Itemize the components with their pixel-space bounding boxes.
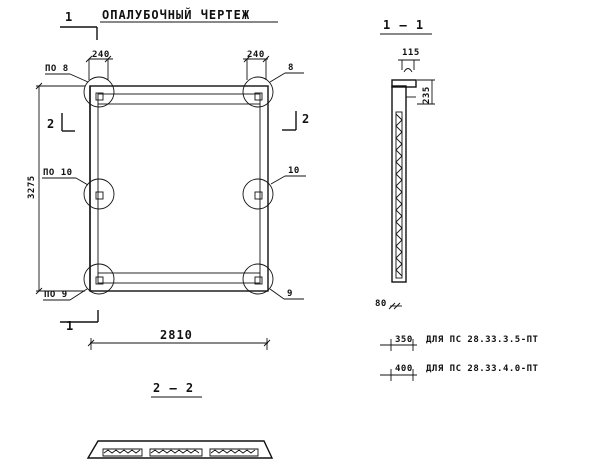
- svg-text:3275: 3275: [27, 175, 37, 199]
- cut-1-top-marker: 1: [60, 10, 98, 40]
- svg-text:80: 80: [375, 299, 387, 309]
- cut-2-right-marker: 2: [282, 111, 310, 131]
- dim-240-right: 240: [243, 50, 270, 80]
- svg-text:ПО 10: ПО 10: [43, 168, 73, 178]
- section-1-1-title: 1 — 1: [383, 18, 424, 32]
- svg-text:2810: 2810: [160, 328, 193, 342]
- callout-bot-left: ПО 9: [43, 288, 88, 301]
- legend-row-400: 400 ДЛЯ ПС 28.33.4.0-ПТ: [380, 364, 539, 381]
- svg-text:115: 115: [402, 48, 420, 58]
- svg-text:240: 240: [92, 50, 110, 60]
- panel-plan: [89, 85, 269, 292]
- svg-text:ПО 8: ПО 8: [45, 64, 69, 74]
- dim-240-left: 240: [85, 50, 113, 80]
- svg-text:235: 235: [422, 86, 432, 104]
- callout-top-left: ПО 8: [45, 64, 89, 83]
- section-2-2-title: 2 — 2: [153, 381, 194, 395]
- dim-2810: 2810: [87, 328, 271, 350]
- svg-text:9: 9: [287, 289, 293, 299]
- callout-mid-left: ПО 10: [42, 168, 89, 186]
- drawing-title: ОПАЛУБОЧНЫЙ ЧЕРТЕЖ: [102, 7, 250, 22]
- svg-text:ДЛЯ ПС 28.33.3.5-ПТ: ДЛЯ ПС 28.33.3.5-ПТ: [426, 335, 539, 345]
- dim-235: 235: [417, 79, 435, 105]
- svg-text:ПО 9: ПО 9: [44, 290, 68, 300]
- svg-text:240: 240: [247, 50, 265, 60]
- callout-bot-right: 9: [269, 288, 304, 300]
- svg-text:350: 350: [395, 335, 413, 345]
- callout-mid-right: 10: [270, 166, 306, 185]
- svg-text:10: 10: [288, 166, 300, 176]
- cut-2-left-marker: 2: [47, 113, 75, 132]
- section-1-1-profile: [391, 68, 417, 283]
- svg-text:8: 8: [288, 63, 294, 73]
- dim-3275: 3275: [27, 82, 85, 295]
- dim-115: 115: [398, 48, 420, 70]
- callout-top-right: 8: [269, 63, 304, 83]
- cut-1-bottom-marker: 1: [60, 310, 99, 333]
- svg-text:ДЛЯ ПС 28.33.4.0-ПТ: ДЛЯ ПС 28.33.4.0-ПТ: [426, 364, 539, 374]
- dim-80: 80: [375, 299, 402, 310]
- svg-text:1: 1: [66, 319, 74, 333]
- svg-text:2: 2: [47, 117, 55, 131]
- detail-circles: [83, 76, 274, 295]
- legend-row-350: 350 ДЛЯ ПС 28.33.3.5-ПТ: [380, 335, 539, 351]
- svg-text:1: 1: [65, 10, 73, 24]
- svg-text:2: 2: [302, 112, 310, 126]
- section-2-2-profile: [86, 440, 274, 459]
- svg-text:400: 400: [395, 364, 413, 374]
